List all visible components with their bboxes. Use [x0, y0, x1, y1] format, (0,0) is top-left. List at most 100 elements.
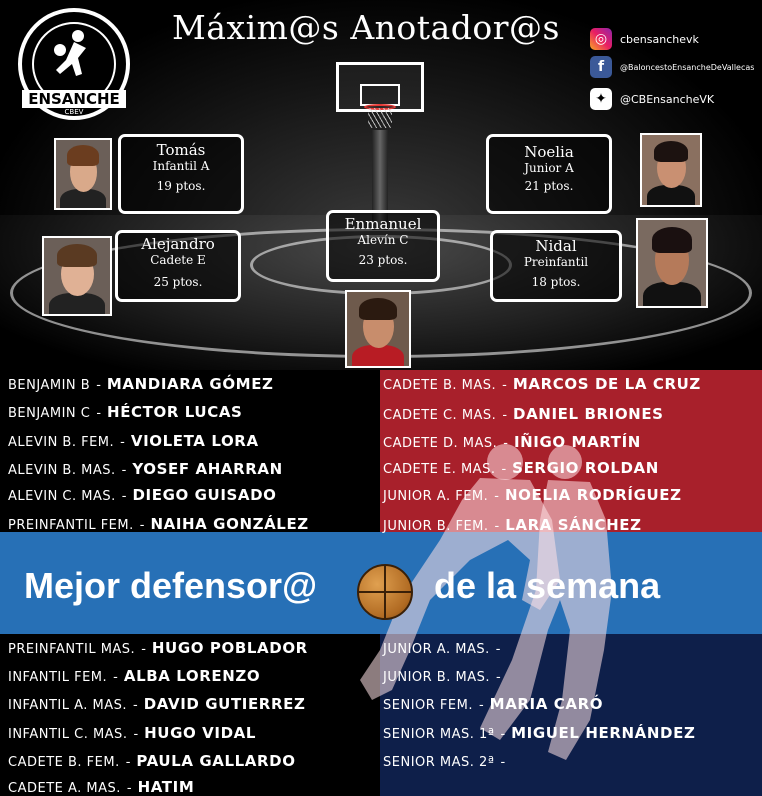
separator: -	[133, 727, 139, 742]
twitter-handle: @CBEnsancheVK	[620, 92, 715, 106]
defender-row: JUNIOR A. FEM.-NOELIA RODRÍGUEZ	[383, 485, 682, 504]
defender-row: PREINFANTIL FEM.-NAIHA GONZÁLEZ	[8, 514, 309, 533]
category-label: SENIOR FEM.	[383, 698, 473, 713]
separator: -	[133, 698, 138, 713]
backboard-square	[360, 84, 400, 106]
player-name: MARCOS DE LA CRUZ	[512, 375, 701, 393]
scorer-name: Nidal	[535, 237, 577, 255]
category-label: ALEVIN B. MAS.	[8, 463, 116, 478]
category-label: JUNIOR B. FEM.	[383, 519, 489, 534]
category-label: PREINFANTIL MAS.	[8, 642, 136, 657]
defender-row: ALEVIN C. MAS.-DIEGO GUISADO	[8, 485, 277, 504]
player-name: HÉCTOR LUCAS	[107, 403, 243, 421]
category-label: BENJAMIN B	[8, 378, 91, 393]
scorer-points: 19 ptos.	[156, 179, 206, 193]
separator: -	[125, 755, 131, 770]
separator: -	[500, 755, 506, 770]
player-silhouette-icon	[54, 30, 86, 76]
defender-row: INFANTIL C. MAS.-HUGO VIDAL	[8, 723, 256, 742]
scorer-card-tomas: Tomás Infantil A 19 ptos.	[118, 134, 244, 214]
scorer-name: Tomás	[156, 141, 206, 159]
page-title: Máxim@s Anotador@s	[172, 8, 560, 47]
scorer-name: Alejandro	[141, 235, 215, 253]
scorer-name: Noelia	[524, 143, 574, 161]
defender-row: SENIOR FEM.-MARIA CARÓ	[383, 694, 603, 713]
player-name: LARA SÁNCHEZ	[505, 516, 642, 534]
category-label: CADETE A. MAS.	[8, 781, 121, 796]
defender-row: BENJAMIN B-MANDIARA GÓMEZ	[8, 374, 274, 393]
player-name: PAULA GALLARDO	[136, 752, 296, 770]
twitter-icon: ✦	[590, 88, 612, 110]
instagram-icon: ◎	[590, 28, 612, 50]
separator: -	[503, 436, 508, 451]
separator: -	[478, 698, 484, 713]
scorer-team: Alevín C	[357, 233, 409, 247]
category-label: ALEVIN B. FEM.	[8, 435, 115, 450]
category-label: INFANTIL A. MAS.	[8, 698, 128, 713]
separator: -	[139, 518, 145, 533]
scorer-team: Cadete E	[150, 253, 206, 267]
defender-row: INFANTIL FEM.-ALBA LORENZO	[8, 666, 260, 685]
category-label: INFANTIL FEM.	[8, 670, 108, 685]
defender-row: SENIOR MAS. 1ª-MIGUEL HERNÁNDEZ	[383, 723, 695, 742]
defender-row: CADETE E. MAS.-SERGIO ROLDAN	[383, 458, 659, 477]
twitter-link[interactable]: ✦ @CBEnsancheVK	[590, 88, 714, 110]
defender-row: JUNIOR B. MAS.-	[383, 666, 507, 685]
category-label: PREINFANTIL FEM.	[8, 518, 134, 533]
player-name: SERGIO ROLDAN	[512, 459, 659, 477]
player-name: NOELIA RODRÍGUEZ	[504, 486, 682, 504]
player-photo-enmanuel	[345, 290, 411, 368]
player-name: MIGUEL HERNÁNDEZ	[511, 724, 696, 742]
category-label: CADETE C. MAS.	[383, 408, 497, 423]
instagram-handle: cbensanchevk	[620, 32, 699, 46]
defender-row: PREINFANTIL MAS.-HUGO POBLADOR	[8, 638, 308, 657]
club-logo: ENSANCHE CBEV	[18, 8, 130, 120]
player-name: MANDIARA GÓMEZ	[106, 375, 274, 393]
hoop-pole	[372, 130, 388, 230]
separator: -	[494, 519, 500, 534]
player-name: VIOLETA LORA	[130, 432, 259, 450]
defender-row: CADETE B. MAS.-MARCOS DE LA CRUZ	[383, 374, 701, 393]
defender-row: INFANTIL A. MAS.-DAVID GUTIERREZ	[8, 694, 305, 713]
separator: -	[502, 378, 507, 393]
banner-text-right: de la semana	[434, 565, 661, 606]
defenders-list-bottom-left	[0, 634, 380, 796]
scorer-points: 18 ptos.	[531, 275, 581, 289]
defender-row: CADETE A. MAS.-HATIM	[8, 777, 194, 796]
scorer-team: Preinfantil	[523, 255, 589, 269]
scorer-name: Enmanuel	[344, 215, 422, 233]
top-scorers-section: ENSANCHE CBEV Máxim@s Anotador@s ◎ cbens…	[0, 0, 762, 370]
separator: -	[96, 378, 101, 393]
player-name: DIEGO GUISADO	[132, 486, 277, 504]
separator: -	[121, 489, 127, 504]
defenders-list-top-left	[0, 370, 380, 532]
separator: -	[141, 642, 146, 657]
category-label: CADETE D. MAS.	[383, 436, 498, 451]
category-label: JUNIOR A. MAS.	[383, 642, 490, 657]
defender-row: JUNIOR A. MAS.-	[383, 638, 506, 657]
separator: -	[121, 463, 127, 478]
scorer-card-enmanuel: Enmanuel Alevín C 23 ptos.	[326, 210, 440, 282]
player-name: ALBA LORENZO	[123, 667, 261, 685]
separator: -	[495, 642, 501, 657]
facebook-handle: @BaloncestoEnsancheDeVallecas	[620, 62, 755, 72]
category-label: CADETE B. FEM.	[8, 755, 120, 770]
category-label: SENIOR MAS. 2ª	[383, 755, 495, 770]
facebook-link[interactable]: f @BaloncestoEnsancheDeVallecas	[590, 56, 754, 78]
instagram-link[interactable]: ◎ cbensanchevk	[590, 28, 699, 50]
defender-row: CADETE C. MAS.-DANIEL BRIONES	[383, 404, 664, 423]
scorer-team: Infantil A	[152, 159, 210, 173]
player-name: HUGO POBLADOR	[151, 639, 308, 657]
defenders-list-top-right	[380, 370, 762, 532]
separator: -	[126, 781, 132, 796]
scorer-card-nidal: Nidal Preinfantil 18 ptos.	[490, 230, 622, 302]
player-photo-tomas	[54, 138, 112, 210]
scorer-points: 25 ptos.	[153, 275, 203, 289]
defender-row: ALEVIN B. MAS.-YOSEF AHARRAN	[8, 459, 283, 478]
defender-row: CADETE B. FEM.-PAULA GALLARDO	[8, 751, 296, 770]
scorer-card-alejandro: Alejandro Cadete E 25 ptos.	[115, 230, 241, 302]
player-name: YOSEF AHARRAN	[132, 460, 283, 478]
player-name: DANIEL BRIONES	[513, 405, 664, 423]
player-name: DAVID GUTIERREZ	[143, 695, 306, 713]
defender-row: ALEVIN B. FEM.-VIOLETA LORA	[8, 431, 259, 450]
